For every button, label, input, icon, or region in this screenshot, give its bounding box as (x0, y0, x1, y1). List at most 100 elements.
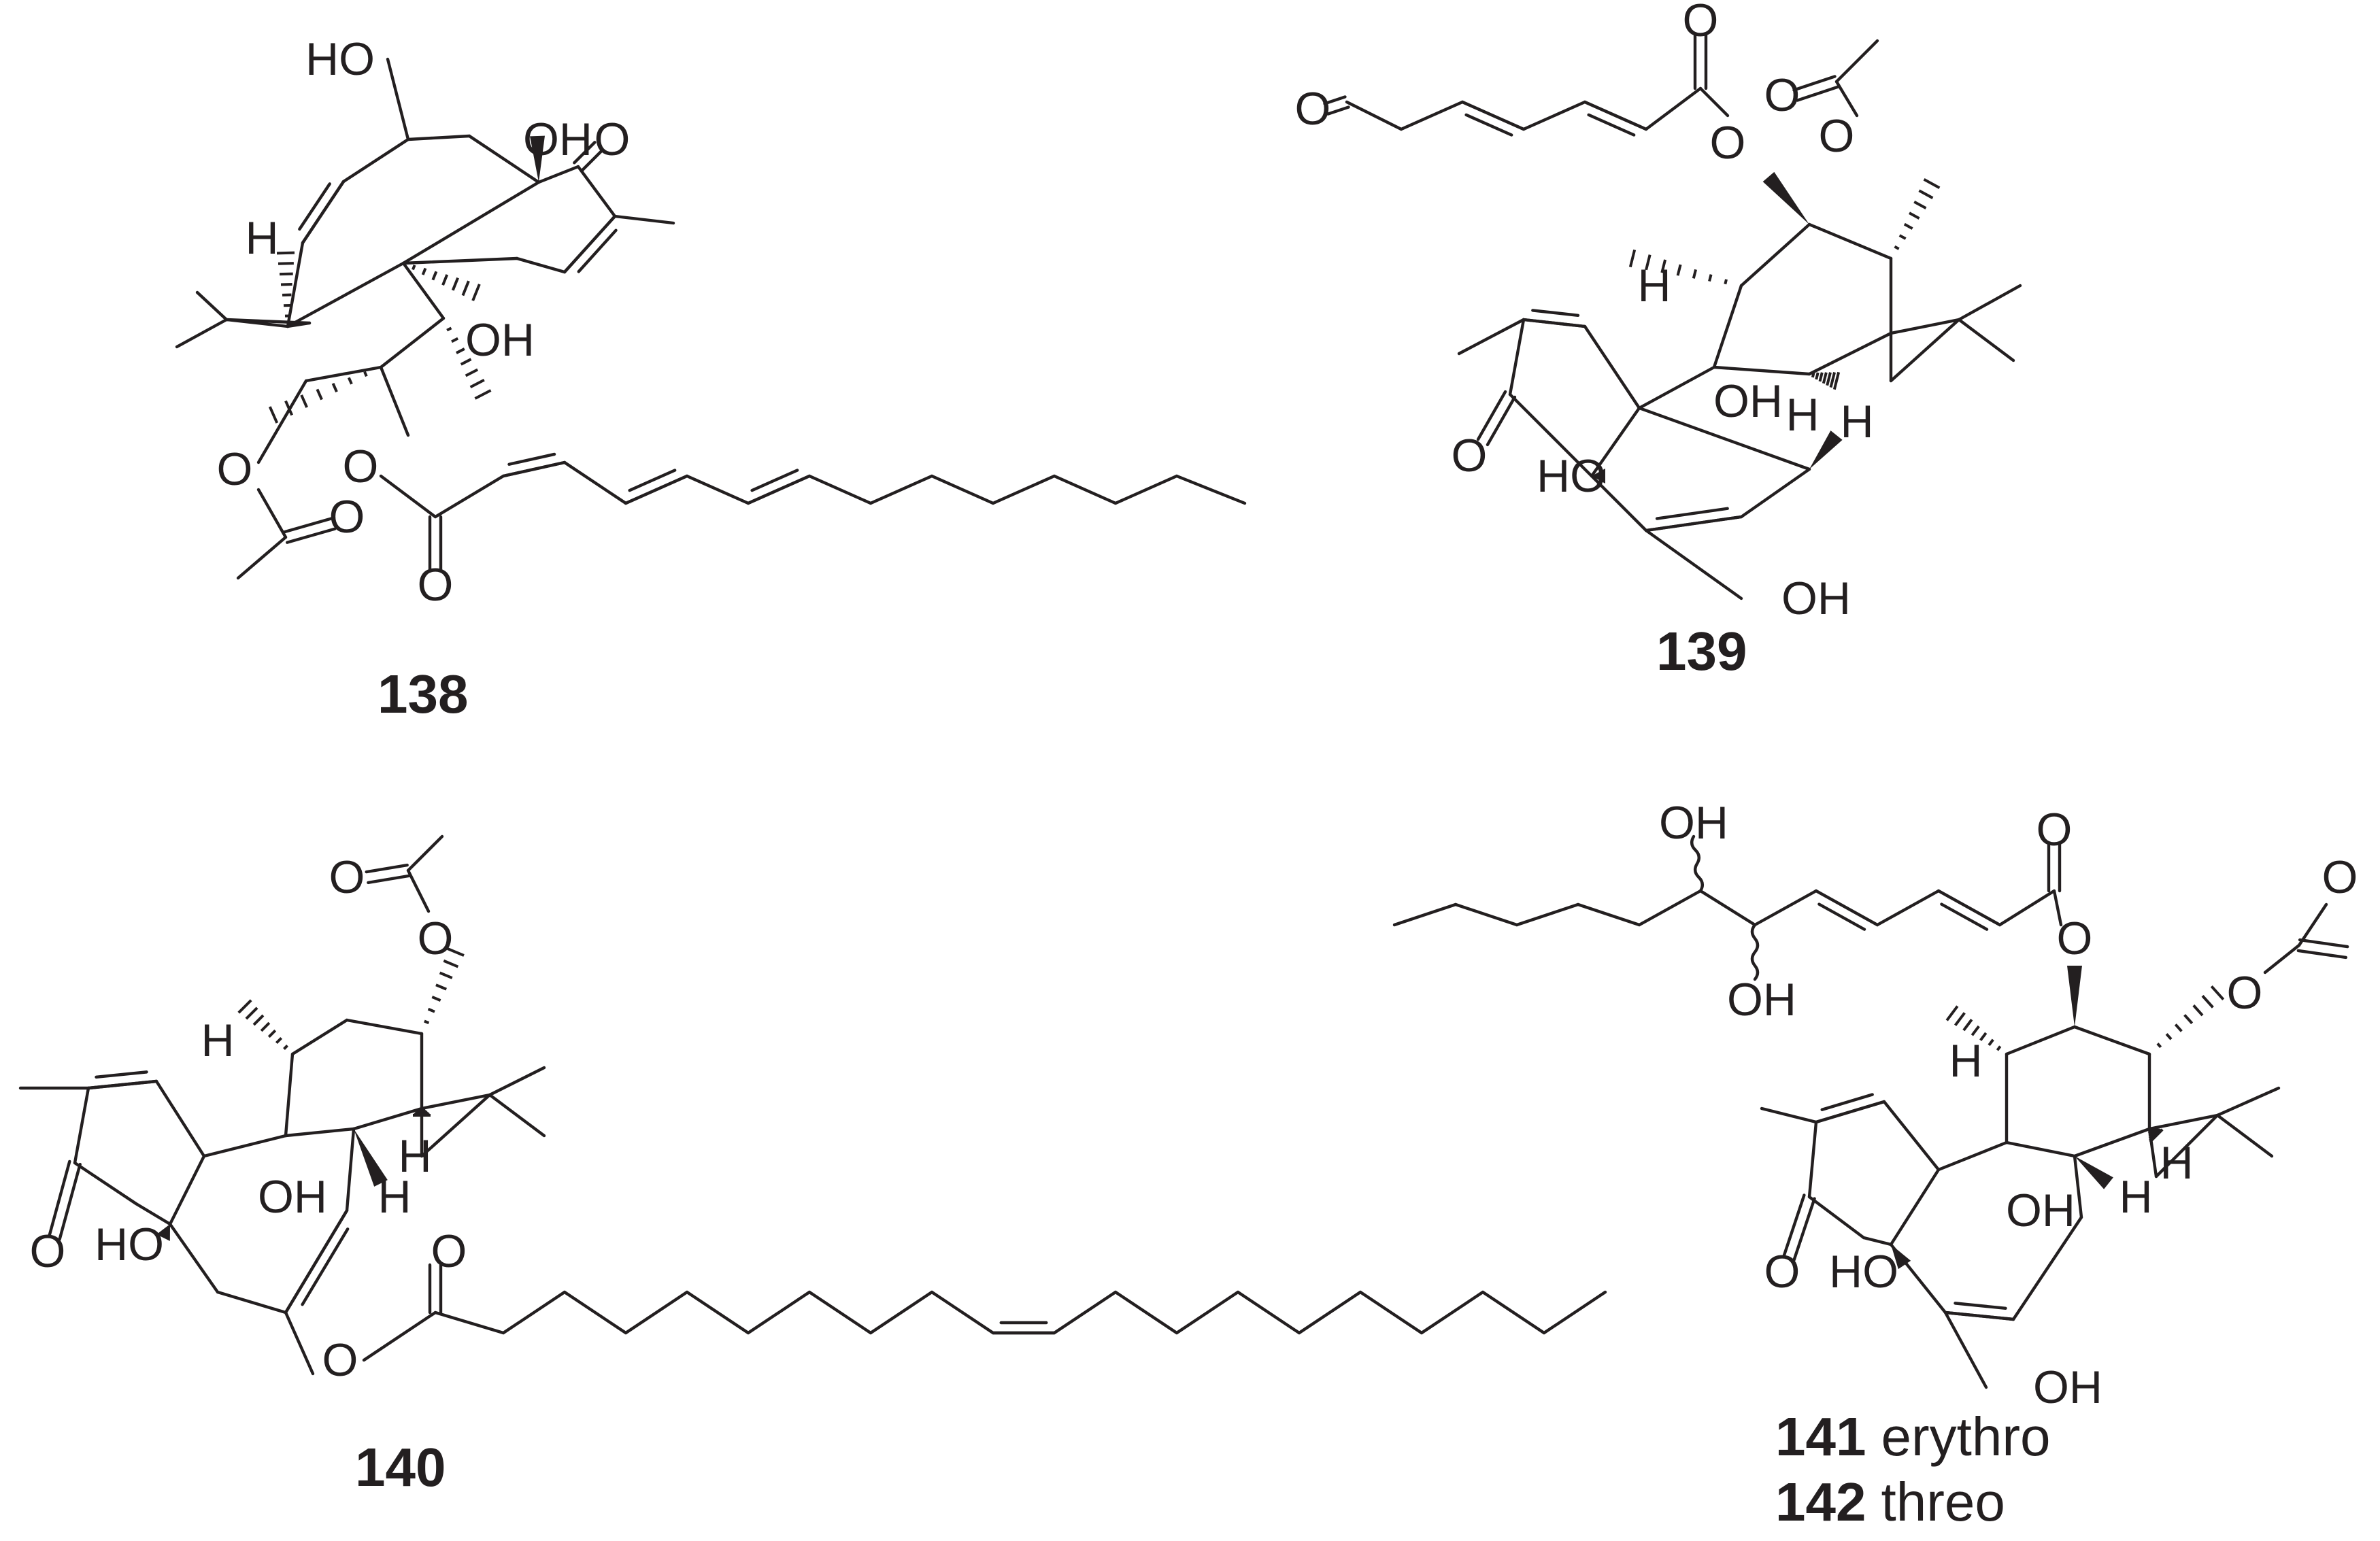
141-chain-bond (1392, 902, 1458, 927)
139-ring-double-bond (1531, 309, 1580, 317)
140-ester-o-label: O (322, 1334, 358, 1386)
138-ring-double-bond (563, 214, 617, 274)
hashed-bond (276, 251, 295, 318)
141-ring-bond (2073, 1127, 2151, 1158)
138-methyl-bond (195, 290, 229, 322)
141-oh-label: OH (1727, 974, 1796, 1026)
hashed-bond (446, 326, 492, 400)
140-cyclopentene-bond (73, 1086, 90, 1165)
140-ho-label: HO (95, 1219, 164, 1270)
138-chain-double-bond (624, 474, 689, 505)
138-ketone-o-label: O (594, 114, 631, 165)
140-chain-bond (1481, 1290, 1546, 1335)
wedge-bond (1809, 430, 1843, 469)
141-h-label: H (2119, 1171, 2152, 1223)
141-chain-double-bond (1817, 902, 1866, 931)
138-chain-bond (869, 474, 934, 505)
wedge-bond (1891, 1244, 1911, 1270)
141-seven-ring-bond (2073, 1154, 2083, 1219)
138-chain-double-bond (628, 469, 677, 492)
138-ring-bond (401, 180, 541, 265)
140-chain-bond (1175, 1290, 1240, 1335)
139-ketone-bond (1476, 390, 1507, 441)
139-ketone-o-label: O (1452, 430, 1488, 481)
140-seven-ring-bond (345, 1127, 356, 1213)
wedge-bond (354, 1129, 388, 1187)
138-chain-bond (991, 474, 1056, 505)
139-oh-label: OH (1781, 573, 1851, 624)
141-chain-double-bond (1937, 889, 2002, 927)
138-ch2oh-bond (386, 57, 410, 141)
139-cyclopentene-bond (1508, 392, 1560, 444)
138-cyclopentene-bond (576, 165, 617, 218)
compound-label-138: 138 (378, 664, 468, 724)
138-cyclopentene-bond (401, 256, 519, 265)
compound-number-142: 142 (1775, 1472, 1866, 1532)
139-acetate-carbonyl (1796, 85, 1840, 102)
138-chain-bond (1052, 474, 1118, 505)
139-chain-bond (1399, 100, 1464, 131)
140-h-label: H (378, 1171, 411, 1223)
141-cyclopentene-bond (1882, 1100, 1941, 1172)
138-chain-bond (930, 474, 995, 505)
138-ring-bond (286, 261, 405, 328)
141-seven-ring-bond (1889, 1168, 1941, 1247)
140-ring-double-bond (95, 1070, 148, 1079)
140-h-label: H (201, 1015, 234, 1066)
138-acetate-carbonyl (285, 527, 337, 544)
141-ch2oh-bond (1943, 1310, 1988, 1389)
140-chain-bond (807, 1290, 873, 1335)
hashed-bond (424, 947, 465, 1025)
138-ester-o-label: O (343, 441, 379, 492)
wavy-bond (1750, 923, 1760, 981)
140-chain-bond (624, 1290, 689, 1335)
140-oh-label: OH (258, 1171, 327, 1223)
139-chain-double-bond (1460, 100, 1526, 131)
138-ring-bond (304, 365, 383, 383)
138-ho-label: HO (305, 33, 375, 85)
hashed-bond (413, 1108, 431, 1117)
139-ring-bond (1712, 284, 1743, 369)
139-h-label: H (1637, 260, 1671, 311)
138-cyclopentene-bond (515, 256, 567, 274)
139-chain-double-bond (1583, 100, 1648, 131)
141-oh-label: OH (2006, 1185, 2075, 1236)
139-methyl-bond (1957, 284, 2022, 322)
139-acetate-o-label: O (1819, 110, 1855, 162)
140-chain-bond (501, 1290, 567, 1335)
compound-descriptor-141: erythro (1881, 1406, 2050, 1467)
140-ketone-bond (48, 1159, 71, 1238)
138-chain-double-bond (746, 474, 811, 505)
141-acetate-carbonyl-o-label: O (2322, 851, 2358, 903)
140-acetate-carbonyl-o-label: O (329, 851, 365, 903)
139-oh-label: OH (1713, 375, 1783, 427)
139-ring-double-bond (1655, 507, 1729, 520)
140-ring-bond (290, 1018, 349, 1056)
141-acetate-bond (2297, 902, 2328, 947)
140-chain-bond (1358, 1290, 1424, 1335)
141-ketone-o-label: O (1764, 1246, 1800, 1298)
138-chain-bond (685, 474, 750, 505)
138-cyclopentene-bond (537, 165, 580, 184)
139-aldehyde-o-label: O (1295, 83, 1331, 135)
compound-number-138: 138 (378, 664, 468, 724)
139-cyclopentene-bond (1556, 440, 1594, 478)
138-cyclopropane-bond (224, 318, 312, 325)
140-ring-bond (284, 1052, 295, 1138)
140-chain-bond (563, 1290, 628, 1335)
141-ho-label: HO (1829, 1246, 1898, 1298)
141-ring-bond (2005, 1140, 2077, 1158)
139-cyclopropane-bond (1889, 318, 1961, 383)
140-seven-ring-bond (202, 1134, 288, 1158)
140-seven-ring-bond (168, 1222, 220, 1294)
138-chain-double-bond (501, 460, 567, 478)
140-cyclopentene-bond (73, 1161, 138, 1206)
140-chain-bond (362, 1310, 437, 1362)
138-ring-bond (406, 134, 471, 141)
140-seven-ring-bond (168, 1154, 206, 1226)
141-cyclopentene-bond (1807, 1195, 1866, 1240)
141-acetate-carbonyl (2298, 938, 2349, 949)
139-ring-bond (1807, 222, 1893, 260)
141-oh-label: OH (2033, 1361, 2102, 1413)
138-oh-label: OH (465, 314, 535, 366)
